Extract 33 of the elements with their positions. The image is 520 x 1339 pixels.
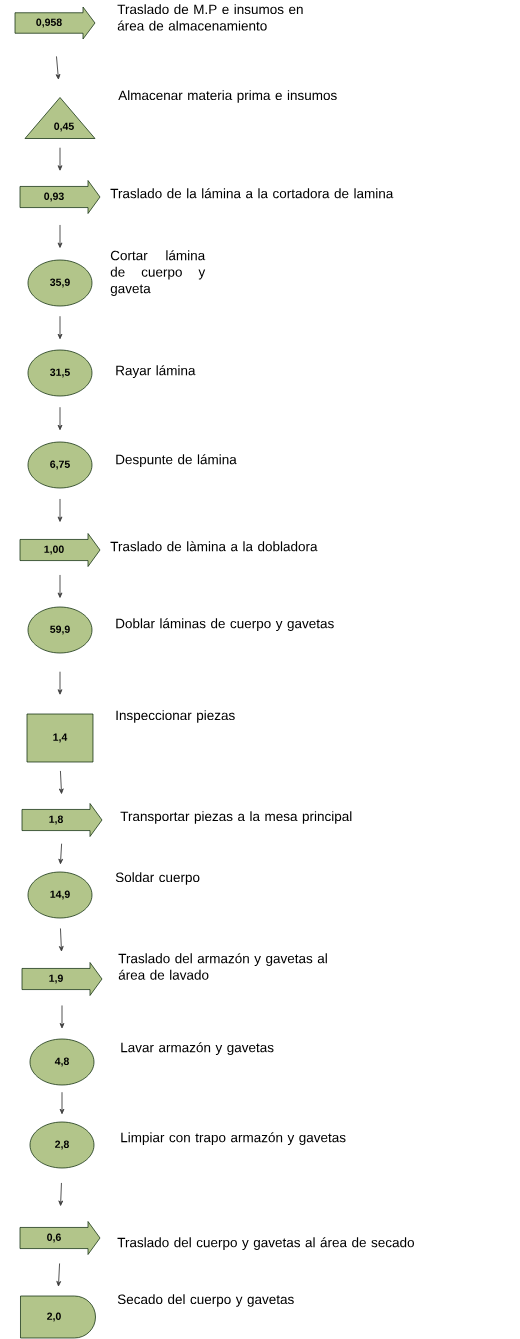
arrow (58, 928, 64, 952)
arrow (57, 147, 63, 171)
step-description: Inspeccionar piezas (116, 710, 235, 723)
step-description: Traslado de làmina a la dobladora (110, 541, 318, 552)
step-description: Cortar lámina de cuerpo y gaveta (110, 250, 206, 296)
step-description: Traslado de la lámina a la cortadora de lamina (110, 188, 394, 199)
arrow (59, 1091, 65, 1115)
step-description: Lavar armazón y gavetas (121, 1042, 274, 1055)
step-description: Soldar cuerpo (115, 872, 200, 885)
inspection-square: 1,4 (26, 713, 94, 763)
arrow (58, 843, 64, 865)
step-description: Limpiar con trapo armazón y gavetas (121, 1132, 346, 1145)
arrow (57, 671, 63, 695)
step-description: Traslado de M.P e insumos en área de almacenamiento (117, 4, 303, 31)
arrow (57, 315, 63, 340)
step-description: Doblar láminas de cuerpo y gavetas (116, 618, 334, 631)
arrow (58, 770, 64, 794)
arrow (57, 406, 63, 431)
step-description: Transportar piezas a la mesa principal (120, 811, 352, 824)
arrow (58, 1182, 64, 1206)
step-description: Rayar lámina (116, 365, 196, 378)
storage-triangle: 0,45 (24, 97, 96, 139)
arrow (57, 498, 63, 522)
step-description: Secado del cuerpo y gavetas (117, 1294, 294, 1307)
step-description: Traslado del cuerpo y gavetas al área de secado (117, 1237, 414, 1250)
arrow (57, 224, 63, 248)
step-description: Despunte de lámina (116, 454, 237, 467)
arrow (56, 1263, 62, 1287)
step-description: Traslado del armazón y gavetas al área de lavado (118, 953, 327, 980)
arrow (57, 574, 63, 598)
step-description: Almacenar materia prima e insumos (118, 90, 337, 103)
arrow (55, 55, 61, 80)
arrow (59, 1005, 65, 1029)
